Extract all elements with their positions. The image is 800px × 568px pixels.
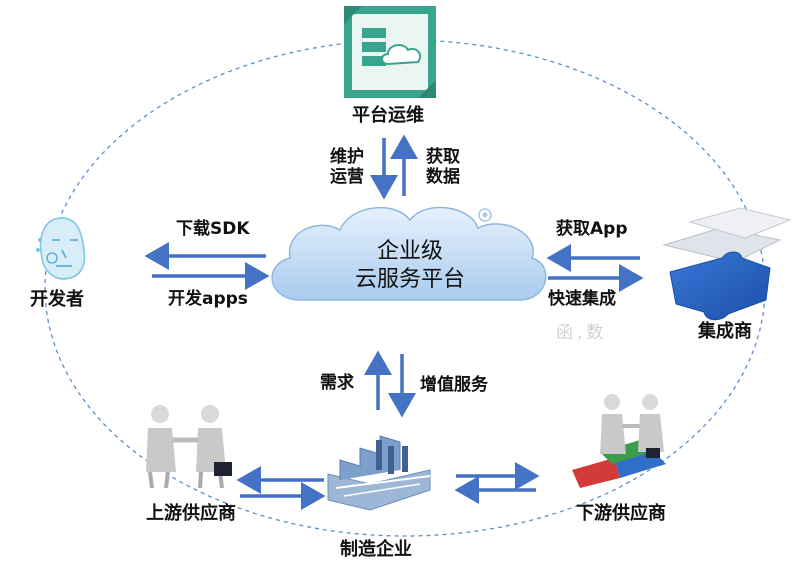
edge-label-get-data-line1: 获取 [426, 147, 460, 167]
upstream-label: 上游供应商 [146, 503, 236, 524]
handshake-icon [146, 405, 232, 489]
developer-face-icon [36, 217, 86, 280]
edge-label-fast-integration: 快速集成 [548, 289, 616, 309]
manufacturer-label: 制造企业 [340, 539, 412, 560]
puzzle-icon [662, 207, 792, 321]
cloud-title: 企业级 云服务平台 [300, 238, 520, 293]
cloud-title-line1: 企业级 [376, 239, 443, 264]
edge-label-maintain: 维护 运营 [330, 147, 364, 187]
edge-label-get-app: 获取App [556, 219, 628, 239]
developer-label: 开发者 [30, 289, 84, 310]
edge-label-value-added: 增值服务 [420, 375, 488, 395]
edge-label-develop-apps: 开发apps [168, 289, 248, 309]
cloud-shape [271, 206, 547, 301]
edge-label-get-data: 获取 数据 [426, 147, 460, 187]
factory-icon [327, 435, 431, 511]
downstream-label: 下游供应商 [576, 503, 666, 524]
cloud-title-line2: 云服务平台 [354, 266, 465, 292]
edge-label-maintain-line2: 运营 [330, 166, 364, 187]
ops-label: 平台运维 [352, 105, 424, 126]
edge-label-maintain-line1: 维护 [330, 147, 364, 167]
handshake-puzzle-icon [572, 394, 666, 488]
integrator-label: 集成商 [698, 321, 752, 342]
edge-label-get-data-line2: 数据 [426, 166, 460, 187]
edge-label-demand: 需求 [320, 373, 354, 393]
edge-label-download-sdk: 下载SDK [176, 219, 250, 239]
arrows [144, 134, 644, 510]
faint-watermark-text: 函,数 [556, 323, 608, 343]
ops-server-icon [344, 6, 436, 98]
